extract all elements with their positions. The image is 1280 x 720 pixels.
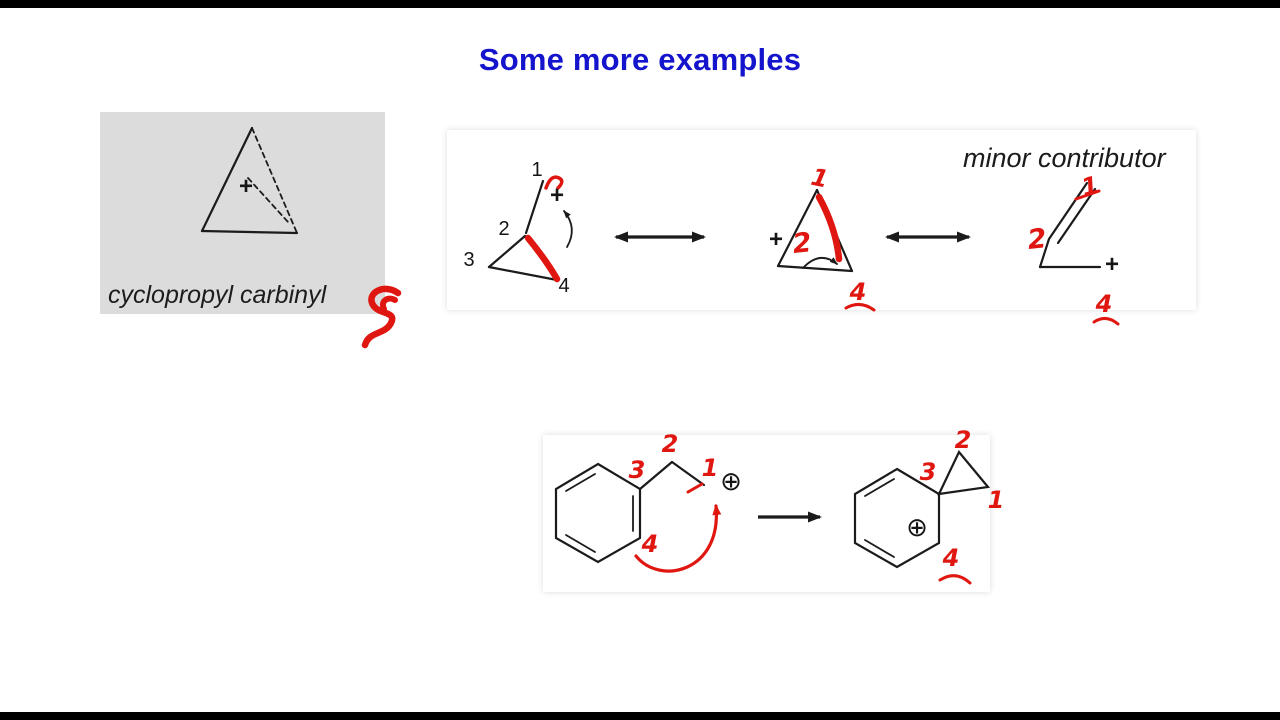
red-underline-product <box>938 574 972 585</box>
cyclopropane-ring-product <box>937 449 991 496</box>
product-double-bonds <box>864 478 895 558</box>
atom-label-2: 2 <box>498 218 509 240</box>
caption-red-scribble <box>361 285 402 349</box>
red-label-product-2: 2 <box>955 426 972 454</box>
circled-plus-product: ⊕ <box>906 513 928 543</box>
atom-label-1: 1 <box>531 159 542 181</box>
charge-s1: + <box>550 182 564 209</box>
letterbox-bottom <box>0 712 1280 720</box>
reaction-panel <box>543 435 990 592</box>
charge-s3: + <box>1105 251 1119 278</box>
resonance-structure-2: + 2 1 4 <box>769 163 876 312</box>
electron-arrow-s1 <box>563 210 573 248</box>
red-label-s2-1: 1 <box>809 163 831 194</box>
resonance-panel <box>447 130 1196 310</box>
red-label-product-4: 4 <box>942 544 960 572</box>
red-tick-s3 <box>1074 189 1101 201</box>
reaction-product: ⊕ 2 3 1 4 <box>853 426 1005 585</box>
cyclopropyl-card: + cyclopropyl carbinyl <box>100 112 385 314</box>
cyclopropyl-structure: + <box>200 126 299 235</box>
reactant-chain-bonds <box>638 460 706 491</box>
red-label-product-3: 3 <box>920 458 937 486</box>
red-label-product-1: 1 <box>988 486 1005 514</box>
letterbox-top <box>0 0 1280 8</box>
red-bond-highlight-s2 <box>815 193 843 263</box>
structure-3-bonds <box>1038 181 1102 269</box>
red-label-reactant-3: 3 <box>629 456 646 484</box>
atom-label-4: 4 <box>558 275 569 297</box>
cyclopropyl-charge: + <box>239 173 253 200</box>
minor-contributor-note: minor contributor <box>963 143 1166 173</box>
red-label-reactant-1: 1 <box>702 454 719 482</box>
resonance-structure-3: + 2 1 4 <box>1026 171 1120 326</box>
red-label-s3-1: 1 <box>1079 171 1102 202</box>
red-label-reactant-4: 4 <box>641 530 659 558</box>
resonance-structure-1: 1 2 3 4 + <box>463 159 573 297</box>
red-underline-s3 <box>1092 317 1120 326</box>
page-title: Some more examples <box>478 42 802 77</box>
benzene-ring-reactant <box>554 462 642 564</box>
red-scribble-s1-top <box>544 175 564 190</box>
red-tick-reactant-bond <box>686 482 704 494</box>
red-underline-s2 <box>844 303 876 312</box>
electron-arrow-s2 <box>802 257 838 269</box>
red-label-s2-2: 2 <box>791 227 813 260</box>
cyclopropyl-caption: cyclopropyl carbinyl <box>108 281 327 309</box>
red-curved-arrow <box>634 504 722 573</box>
red-bond-highlight-2-4 <box>524 234 561 283</box>
red-label-s2-4: 4 <box>849 278 867 306</box>
red-label-s3-2: 2 <box>1026 223 1048 256</box>
red-label-reactant-2: 2 <box>662 430 679 458</box>
reactant-double-bonds <box>565 473 634 553</box>
atom-label-3: 3 <box>463 249 474 271</box>
cyclopropyl-bonds <box>200 126 299 235</box>
circled-plus-reactant: ⊕ <box>720 467 742 497</box>
reaction-reactant: ⊕ 2 3 1 4 <box>554 430 742 573</box>
red-label-s3-4: 4 <box>1095 290 1113 318</box>
charge-s2: + <box>769 226 783 253</box>
